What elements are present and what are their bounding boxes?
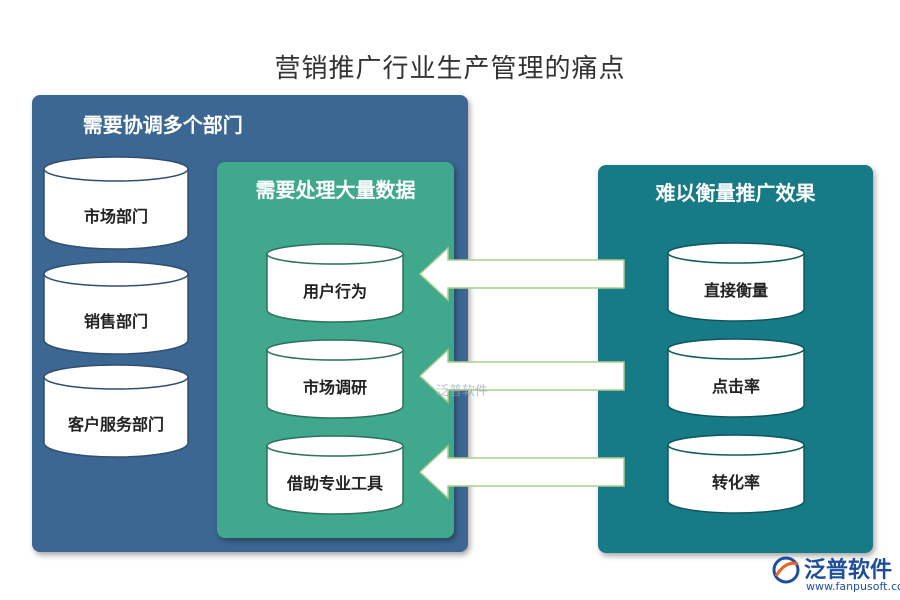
panel-large-data: 需要处理大量数据 用户行为 市场调研 借助专业工具: [217, 162, 454, 538]
left-arrow-icon: [418, 348, 625, 404]
brand-url: www.fanpusoft.com: [806, 580, 900, 593]
cylinder-direct-measure: 直接衡量: [666, 241, 806, 323]
fanpu-logo-icon: [772, 556, 800, 584]
panel-title-middle: 需要处理大量数据: [255, 178, 416, 202]
cylinder-label: 转化率: [711, 473, 760, 492]
cylinder-label: 借助专业工具: [286, 474, 383, 493]
cylinder-label: 市场部门: [83, 207, 148, 226]
cylinder-click-rate: 点击率: [666, 337, 806, 419]
page-title: 营销推广行业生产管理的痛点: [274, 54, 626, 84]
cylinder-label: 用户行为: [302, 282, 367, 301]
cylinder-customer-service-dept: 客户服务部门: [42, 363, 190, 461]
brand-logo: 泛普软件 www.fanpusoft.com: [770, 552, 900, 596]
cylinder-label: 客户服务部门: [67, 415, 164, 434]
cylinder-conversion-rate: 转化率: [666, 433, 806, 515]
brand-name: 泛普软件: [804, 558, 893, 583]
watermark: 泛普软件: [436, 384, 489, 399]
cylinder-label: 销售部门: [83, 312, 148, 331]
panel-title-left: 需要协调多个部门: [82, 113, 243, 137]
cylinder-sales-dept: 销售部门: [42, 260, 190, 358]
cylinder-label: 市场调研: [302, 378, 367, 397]
cylinder-label: 直接衡量: [703, 281, 768, 300]
cylinder-market-dept: 市场部门: [42, 155, 190, 253]
left-arrow-icon: [418, 246, 625, 302]
cylinder-label: 点击率: [711, 377, 760, 396]
cylinder-market-research: 市场调研: [265, 338, 405, 420]
panel-measure-effect: 难以衡量推广效果 直接衡量 点击率 转化率: [598, 165, 873, 553]
panel-title-right: 难以衡量推广效果: [655, 181, 816, 205]
cylinder-user-behavior: 用户行为: [265, 242, 405, 324]
left-arrow-icon: [418, 444, 625, 500]
cylinder-professional-tools: 借助专业工具: [265, 434, 405, 516]
